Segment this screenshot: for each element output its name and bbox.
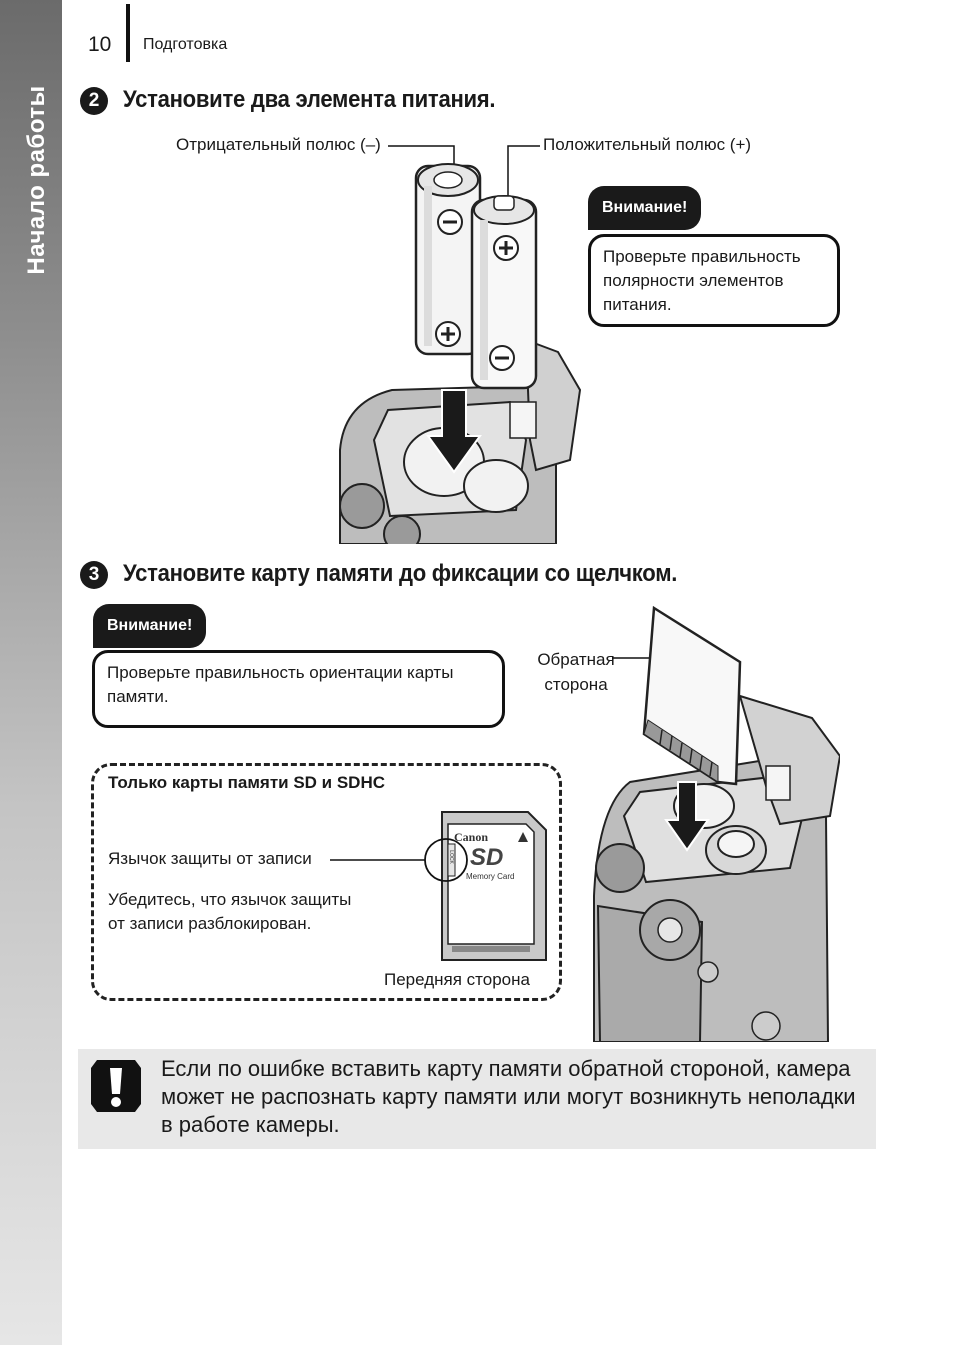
exclamation-icon [91,1060,141,1112]
write-protect-tab-label: Язычок защиты от записи [108,849,312,868]
section-name: Подготовка [143,36,228,53]
back-side-label: Обратная сторона [537,650,615,694]
step-2-caution-box: Проверьте правильность полярности элемен… [588,234,840,327]
page-number: 10 [88,33,112,56]
front-side-label: Передняя сторона [384,970,530,989]
step-3-badge: 3 [80,561,108,589]
card-installation-illustration [593,606,840,1042]
write-protect-leader-line [330,859,425,861]
sd-box-title: Только карты памяти SD и SDHC [108,773,386,792]
sd-card-info-box [91,763,562,1001]
step-2-caution-tag: Внимание! [588,186,702,230]
step-3-caution-box: Проверьте правильность ориентации карты … [92,650,505,728]
positive-pole-label: Положительный полюс (+) [543,135,752,154]
step-3-caution-tag: Внимание! [93,604,207,648]
negative-pole-label: Отрицательный полюс (–) [176,135,381,154]
side-tab: Начало работы [0,0,62,1345]
warning-text: Если по ошибке вставить карту памяти обр… [161,1056,856,1137]
warning-bar [78,1049,876,1149]
battery-installation-illustration [339,145,582,544]
card-lock-text: LOCK [447,850,454,864]
step-2-title: Установите два элемента питания. [123,86,496,113]
side-tab-label: Начало работы [23,85,50,275]
card-brand-text: Canon [454,830,489,844]
sd-logo: SD [470,844,504,871]
step-2-badge: 2 [80,87,108,115]
header-divider [126,4,130,62]
write-protect-note: Убедитесь, что язычок защиты от записи р… [108,890,352,933]
step-3-title: Установите карту памяти до фиксации со щ… [123,560,678,587]
card-memory-text: Memory Card [466,872,515,881]
sd-card-front-illustration: Canon SD Memory Card LOCK [422,810,548,964]
